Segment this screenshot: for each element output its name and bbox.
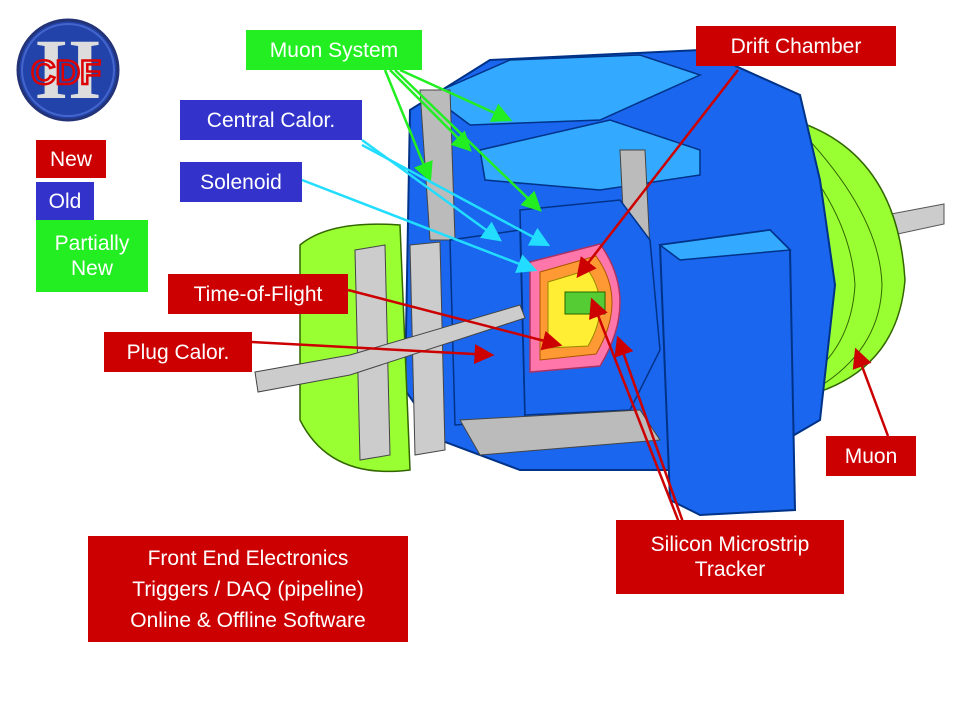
label-central-calor: Central Calor. [180,100,362,140]
label-time-of-flight: Time-of-Flight [168,274,348,314]
legend-new: New [36,140,106,178]
legend-partially-new: Partially New [36,220,148,292]
logo-text: CDF [31,54,101,92]
label-muon-system: Muon System [246,30,422,70]
label-silicon-tracker: Silicon Microstrip Tracker [616,520,844,594]
logo-numeral: II [35,21,102,117]
label-electronics: Front End Electronics Triggers / DAQ (pi… [88,536,408,642]
label-drift-chamber: Drift Chamber [696,26,896,66]
label-muon: Muon [826,436,916,476]
cdf-logo: II CDF [16,18,120,122]
legend-old: Old [36,182,94,220]
label-solenoid: Solenoid [180,162,302,202]
pointer-lines [251,68,890,526]
label-plug-calor: Plug Calor. [104,332,252,372]
